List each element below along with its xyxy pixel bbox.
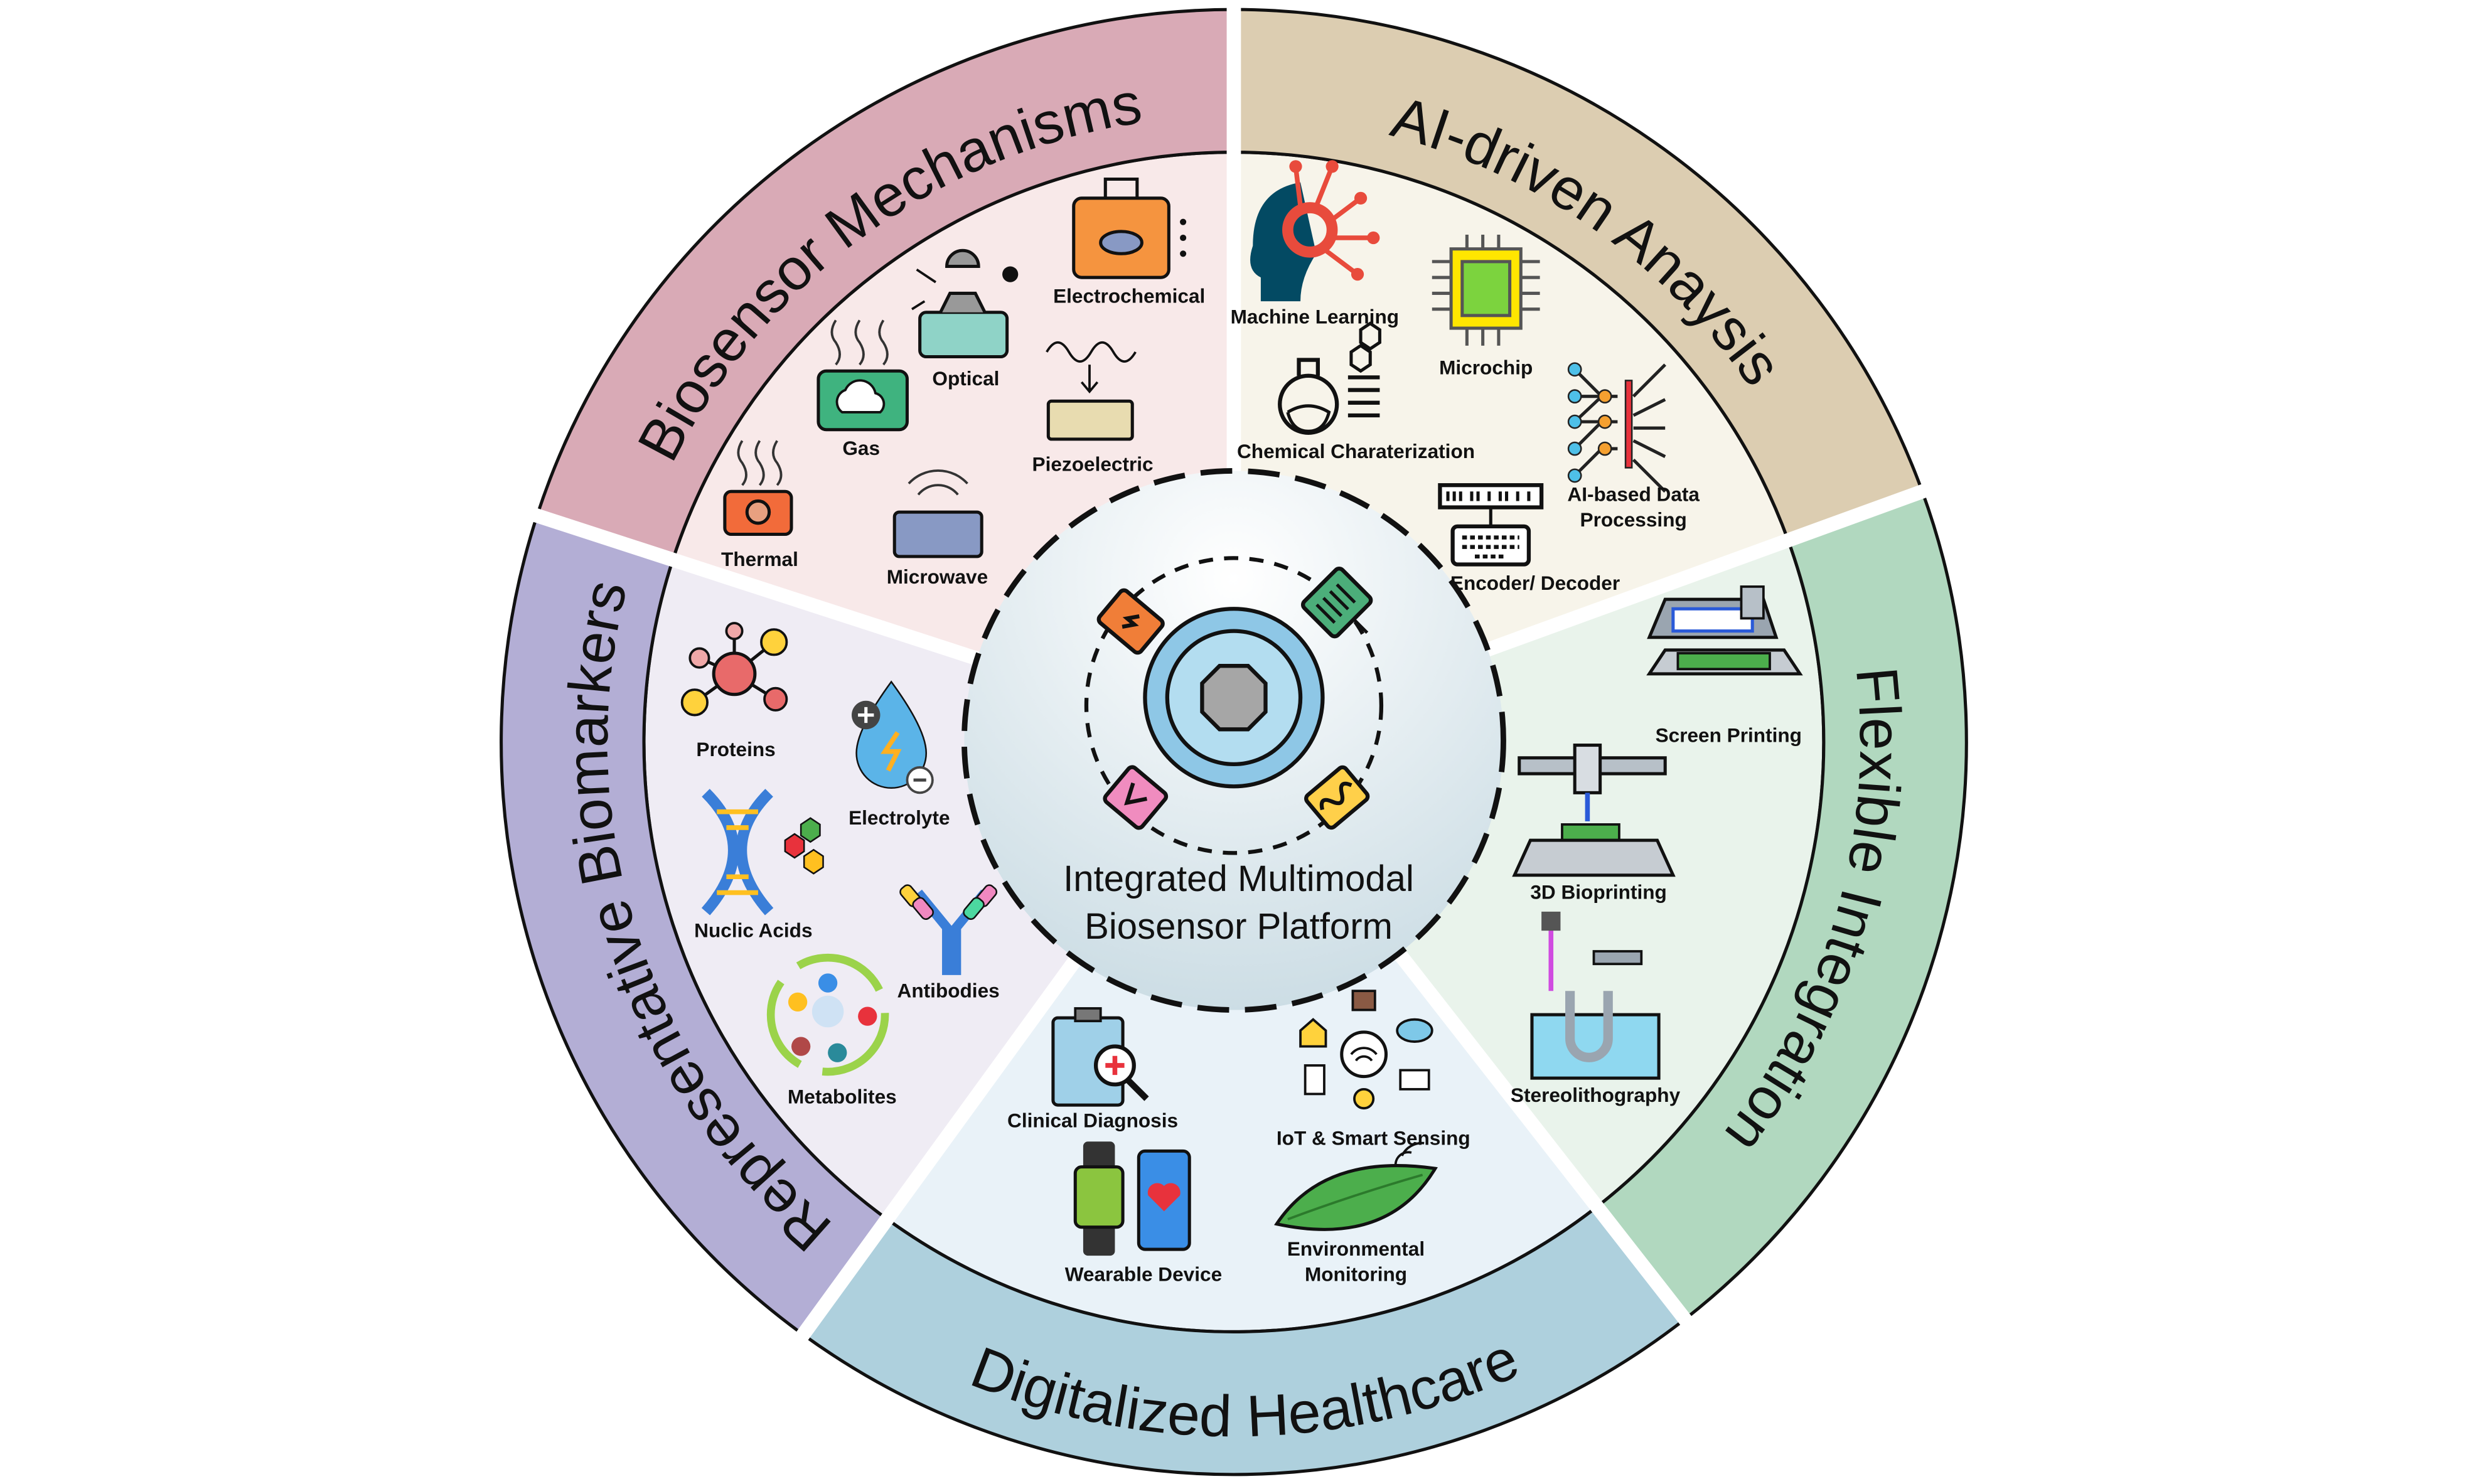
screen-printing-icon <box>1646 585 1803 676</box>
label-processing: Processing <box>1580 508 1687 531</box>
label-thermal: Thermal <box>721 548 798 570</box>
machine-learning-icon <box>1250 160 1380 302</box>
label-clinical-diagnosis: Clinical Diagnosis <box>1007 1109 1178 1131</box>
piezoelectric-icon <box>1046 341 1137 441</box>
label-gas: Gas <box>842 437 880 459</box>
antibodies-icon <box>899 884 998 975</box>
label-antibodies: Antibodies <box>897 979 1000 1001</box>
label-chemical-characterization: Chemical Charaterization <box>1237 440 1475 462</box>
electrochemical-icon <box>1072 177 1187 279</box>
iot-smart-sensing-icon <box>1299 990 1433 1110</box>
label-machine-learning: Machine Learning <box>1231 305 1399 328</box>
orange-sensor-chip-icon <box>1096 588 1165 655</box>
electrolyte-icon <box>852 680 934 794</box>
wearable-device-icon <box>1073 1141 1191 1256</box>
stereolithography-icon <box>1530 911 1661 1080</box>
label-optical: Optical <box>932 367 999 390</box>
yellow-sensor-chip-icon <box>1304 765 1370 830</box>
thermal-icon <box>723 440 793 536</box>
pink-sensor-chip-icon <box>1103 765 1169 830</box>
sector-band-biomarkers <box>500 513 889 1337</box>
proteins-icon <box>680 622 788 717</box>
gas-icon <box>817 319 909 432</box>
clinical-diagnosis-icon <box>1051 1007 1149 1107</box>
green-sensor-chip-icon <box>1300 566 1373 639</box>
label-piezoelectric: Piezoelectric <box>1032 452 1154 475</box>
environmental-monitoring-icon <box>1274 1141 1438 1231</box>
label-encoder-decoder: Encoder/ Decoder <box>1450 572 1620 594</box>
label-screen-printing: Screen Printing <box>1656 724 1802 747</box>
label-electrolyte: Electrolyte <box>849 806 950 829</box>
label-ai-based-data: AI-based Data <box>1567 483 1700 505</box>
label-iot-smart-sensing: IoT & Smart Sensing <box>1277 1126 1470 1149</box>
sector-band-digital <box>801 1204 1688 1476</box>
sector-band-biosensor <box>535 8 1236 562</box>
label-microchip: Microchip <box>1439 356 1533 378</box>
optical-icon <box>911 248 1019 359</box>
center-platform: Integrated Multimodal Biosensor Platform <box>961 468 1506 1013</box>
nucleic-acids-icon <box>701 789 824 915</box>
label-3d-bioprinting: 3D Bioprinting <box>1530 881 1667 904</box>
label-metabolites: Metabolites <box>788 1086 897 1108</box>
label-monitoring: Monitoring <box>1305 1263 1407 1286</box>
metabolites-icon <box>766 953 889 1076</box>
chemical-characterization-icon <box>1278 321 1381 435</box>
sector-band-ai <box>1232 8 1925 543</box>
sensor-hub-icon <box>1143 607 1325 789</box>
label-nucleic-acids: Nuclic Acids <box>694 919 812 941</box>
label-proteins: Proteins <box>696 738 775 761</box>
encoder-decoder-icon <box>1438 483 1544 567</box>
label-stereolithography: Stereolithography <box>1511 1084 1681 1106</box>
center-title-line2: Biosensor Platform <box>1084 906 1393 947</box>
sector-band-flexible <box>1595 489 1968 1321</box>
3d-bioprinting-icon <box>1512 744 1676 877</box>
center-title-line1: Integrated Multimodal <box>1063 858 1414 899</box>
label-wearable-device: Wearable Device <box>1065 1263 1222 1286</box>
microchip-icon <box>1432 234 1540 346</box>
microwave-icon <box>892 469 983 558</box>
binary-display-icon <box>1446 491 1531 501</box>
label-microwave: Microwave <box>887 565 988 588</box>
label-environmental: Environmental <box>1287 1237 1425 1260</box>
ai-data-processing-icon <box>1567 362 1666 493</box>
label-electrochemical: Electrochemical <box>1053 285 1205 307</box>
